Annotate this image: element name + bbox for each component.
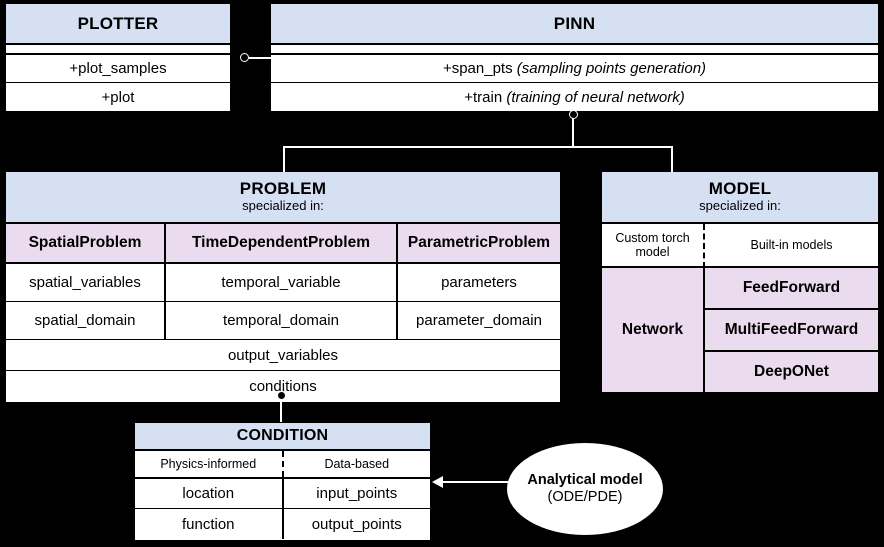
model-item-deeponet[interactable]: DeepONet bbox=[705, 352, 878, 392]
connector-problem-condition-line bbox=[280, 398, 282, 422]
pinn-header: PINN bbox=[271, 4, 878, 45]
problem-shared-attribute-label: output_variables bbox=[227, 346, 339, 364]
problem-attribute-cell: spatial_domain bbox=[6, 302, 166, 339]
problem-shared-attribute-row: output_variables bbox=[6, 340, 560, 371]
analytical-model-ellipse[interactable]: Analytical model (ODE/PDE) bbox=[505, 441, 665, 537]
pinn-title: PINN bbox=[553, 13, 596, 33]
connector-problem-condition-ball bbox=[277, 391, 286, 400]
pinn-method-name: +span_pts bbox=[442, 60, 513, 77]
problem-subtitle: specialized in: bbox=[242, 198, 324, 214]
model-custom-column: Custom torch model Network bbox=[602, 224, 705, 392]
analytical-model-title: Analytical model bbox=[527, 471, 643, 488]
connector-analytical-condition-arrowhead bbox=[432, 476, 443, 488]
condition-data-based-caption[interactable]: Data-based bbox=[283, 451, 430, 477]
problem-attribute-cell: parameter_domain bbox=[398, 302, 560, 339]
condition-attribute-row: location input_points bbox=[135, 479, 430, 509]
pinn-class-box[interactable]: PINN +span_pts (sampling points generati… bbox=[269, 2, 880, 111]
condition-subtype-row: Physics-informed Data-based bbox=[135, 451, 430, 479]
condition-physics-informed-caption[interactable]: Physics-informed bbox=[135, 451, 284, 477]
model-subtitle: specialized in: bbox=[699, 198, 781, 214]
model-custom-caption: Custom torch model bbox=[602, 224, 705, 268]
pinn-method-name: +train bbox=[464, 88, 503, 106]
model-network-item[interactable]: Network bbox=[602, 268, 703, 392]
plotter-title: PLOTTER bbox=[77, 13, 159, 33]
plotter-method-label: +plot bbox=[101, 88, 135, 106]
problem-attribute-cell: temporal_variable bbox=[166, 264, 398, 301]
problem-attribute-row: spatial_domain temporal_domain parameter… bbox=[6, 302, 560, 340]
pinn-method-row: +span_pts (sampling points generation) bbox=[271, 55, 878, 83]
condition-attribute-cell: input_points bbox=[283, 479, 430, 508]
problem-class-box[interactable]: PROBLEM specialized in: SpatialProblem T… bbox=[4, 170, 562, 402]
model-header: MODEL specialized in: bbox=[602, 172, 878, 224]
problem-attribute-cell: spatial_variables bbox=[6, 264, 166, 301]
problem-subclass-spatial[interactable]: SpatialProblem bbox=[6, 224, 166, 262]
pinn-method-note: (training of neural network) bbox=[506, 88, 685, 106]
model-class-box[interactable]: MODEL specialized in: Custom torch model… bbox=[600, 170, 880, 392]
problem-header: PROBLEM specialized in: bbox=[6, 172, 560, 224]
pinn-method-note: (sampling points generation) bbox=[516, 60, 707, 77]
problem-attribute-cell: temporal_domain bbox=[166, 302, 398, 339]
plotter-method-label: +plot_samples bbox=[69, 60, 167, 77]
pinn-attributes-compartment bbox=[271, 45, 878, 55]
plotter-header: PLOTTER bbox=[6, 4, 230, 45]
model-item-multifeedforward[interactable]: MultiFeedForward bbox=[705, 310, 878, 352]
problem-subclass-header-row: SpatialProblem TimeDependentProblem Para… bbox=[6, 224, 560, 264]
problem-subclass-parametric[interactable]: ParametricProblem bbox=[398, 224, 560, 262]
connector-analytical-condition-line bbox=[441, 481, 511, 483]
pinn-method-row: +train (training of neural network) bbox=[271, 83, 878, 111]
condition-attribute-cell: location bbox=[135, 479, 284, 508]
condition-attribute-cell: function bbox=[135, 509, 284, 539]
connector-plotter-pinn-line bbox=[249, 57, 271, 59]
condition-class-box[interactable]: CONDITION Physics-informed Data-based lo… bbox=[133, 421, 432, 542]
model-body: Custom torch model Network Built-in mode… bbox=[602, 224, 878, 392]
condition-attribute-row: function output_points bbox=[135, 509, 430, 539]
model-builtin-caption: Built-in models bbox=[705, 224, 878, 268]
plotter-method-row: +plot_samples bbox=[6, 55, 230, 83]
problem-attribute-row: spatial_variables temporal_variable para… bbox=[6, 264, 560, 302]
plotter-class-box[interactable]: PLOTTER +plot_samples +plot bbox=[4, 2, 232, 111]
connector-bus-to-model bbox=[671, 146, 673, 172]
model-builtin-column: Built-in models FeedForward MultiFeedFor… bbox=[705, 224, 878, 392]
model-item-feedforward[interactable]: FeedForward bbox=[705, 268, 878, 310]
problem-title: PROBLEM bbox=[239, 179, 327, 199]
problem-shared-attribute-label: conditions bbox=[249, 378, 317, 395]
plotter-attributes-compartment bbox=[6, 45, 230, 55]
problem-attribute-cell: parameters bbox=[398, 264, 560, 301]
problem-subclass-time-dependent[interactable]: TimeDependentProblem bbox=[166, 224, 398, 262]
connector-plotter-pinn-ball bbox=[240, 53, 249, 62]
condition-header: CONDITION bbox=[135, 423, 430, 451]
connector-pinn-stem bbox=[572, 118, 574, 147]
condition-title: CONDITION bbox=[236, 426, 329, 444]
connector-bus-to-problem bbox=[283, 146, 285, 172]
condition-attribute-cell: output_points bbox=[283, 509, 430, 539]
analytical-model-subtitle: (ODE/PDE) bbox=[547, 489, 623, 505]
connector-bus-line bbox=[283, 146, 673, 148]
model-title: MODEL bbox=[708, 179, 772, 199]
plotter-method-row: +plot bbox=[6, 83, 230, 111]
connector-pinn-stem-ball bbox=[569, 110, 578, 119]
